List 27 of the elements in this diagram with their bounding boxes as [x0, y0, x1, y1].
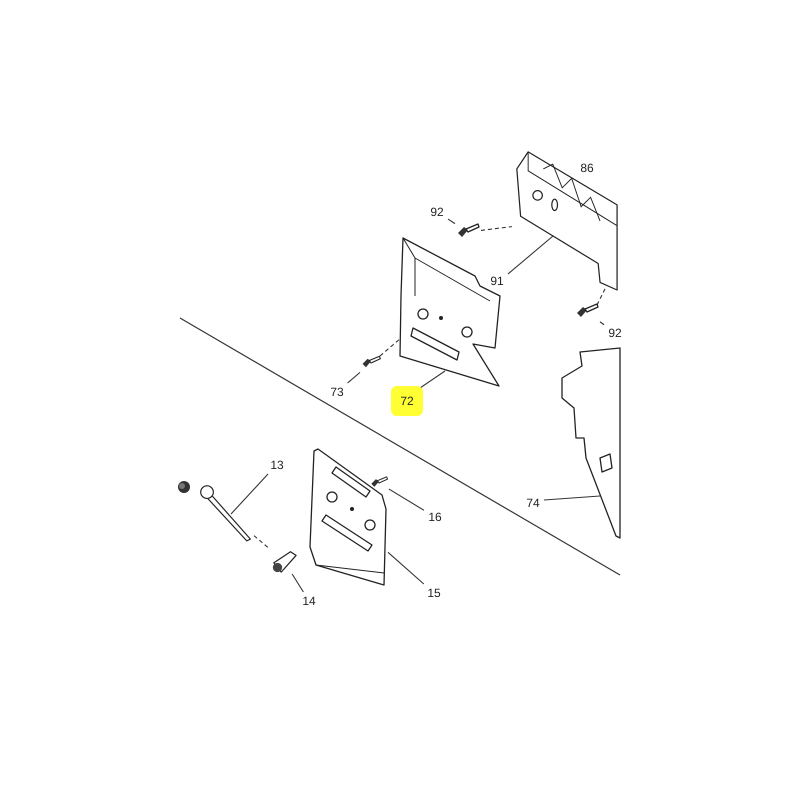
- leader-line: [292, 574, 304, 592]
- callout-number: 16: [424, 508, 446, 526]
- leader-line: [600, 321, 604, 326]
- assembly-line: [380, 338, 402, 356]
- side-plate-drawing: [308, 447, 388, 587]
- callout-number: 92: [426, 203, 448, 221]
- leader-line: [230, 474, 268, 514]
- leader-line: [347, 372, 360, 384]
- callout-number: 92: [604, 324, 626, 342]
- nut-drawing: [270, 548, 298, 574]
- callout-number: 86: [579, 160, 595, 176]
- callout-number: 91: [486, 272, 508, 290]
- assembly-line: [480, 226, 512, 231]
- assembly-line: [596, 286, 606, 306]
- callout-number: 14: [298, 592, 320, 610]
- leader-line: [448, 218, 456, 224]
- leader-line: [420, 370, 446, 388]
- callout-number: 13: [266, 456, 288, 474]
- callout-number: 15: [423, 584, 445, 602]
- leader-line: [508, 236, 554, 274]
- callout-number: 73: [326, 383, 348, 401]
- callout-number: 74: [522, 494, 544, 512]
- leader-line: [544, 495, 600, 501]
- leader-line: [388, 488, 424, 511]
- callout-number: 72: [391, 386, 423, 416]
- assembly-line: [254, 535, 270, 550]
- leader-line: [388, 552, 424, 584]
